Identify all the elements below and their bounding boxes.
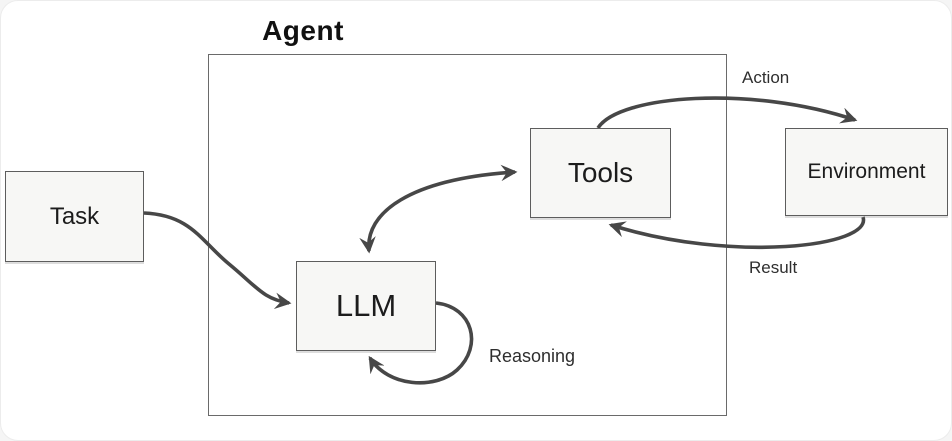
node-task: Task [5, 171, 144, 262]
node-task-label: Task [49, 202, 100, 230]
node-environment: Environment [785, 128, 948, 216]
node-llm: LLM [296, 261, 436, 351]
edge-label-result: Result [749, 258, 798, 277]
edge-label-reasoning: Reasoning [489, 346, 576, 366]
edge-label-action: Action [742, 68, 790, 87]
node-llm-label: LLM [335, 288, 397, 323]
node-tools-label: Tools [567, 157, 634, 188]
node-tools: Tools [530, 128, 671, 218]
diagram-title: Agent [262, 15, 344, 46]
node-environment-label: Environment [807, 160, 926, 183]
agent-container-box [208, 54, 727, 416]
